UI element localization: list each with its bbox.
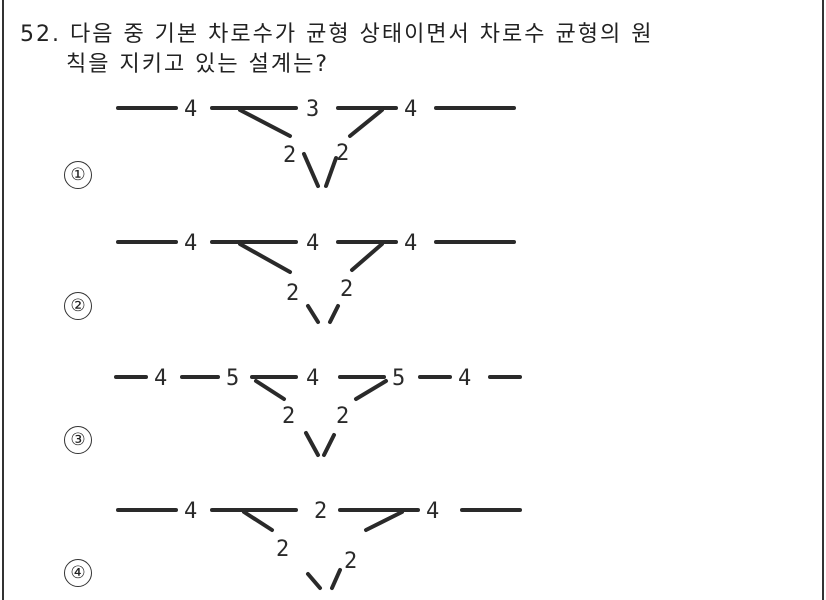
lane-count-main-right: 4 — [458, 366, 471, 391]
lane-count-main-mid: 3 — [306, 97, 319, 122]
lane-count-main-right: 4 — [404, 97, 417, 122]
offramp-lower — [306, 304, 320, 324]
question-text-line-1: 52. 다음 중 기본 차로수가 균형 상태이면서 차로수 균형의 원 — [20, 22, 654, 47]
lane-count-ramp-on: 2 — [340, 277, 353, 302]
offramp-lower — [302, 152, 320, 188]
lane-count-main-mid: 4 — [306, 366, 319, 391]
lane-count-main-right-inner: 5 — [392, 366, 405, 391]
lane-count-ramp-on: 2 — [336, 141, 349, 166]
option-4-lane-diagram: 4 2 4 2 2 — [116, 499, 522, 590]
lane-count-ramp-on: 2 — [336, 404, 349, 429]
option-1-lane-diagram: 4 3 4 2 2 — [116, 97, 516, 188]
lane-count-ramp-on: 2 — [344, 549, 357, 574]
option-4-label[interactable]: ④ — [64, 559, 92, 587]
offramp-upper — [238, 242, 292, 274]
option-1-label[interactable]: ① — [64, 161, 92, 189]
onramp-lower — [324, 156, 338, 188]
lane-count-ramp-off: 2 — [283, 143, 296, 168]
option-2-label[interactable]: ② — [64, 292, 92, 320]
onramp-upper — [364, 510, 404, 532]
onramp-upper — [348, 108, 384, 138]
lane-count-main-mid: 2 — [314, 499, 327, 524]
lane-count-main-left: 4 — [184, 97, 197, 122]
option-3-label[interactable]: ③ — [64, 426, 92, 454]
option-3-lane-diagram: 4 5 4 5 4 2 2 — [114, 366, 522, 457]
lane-count-ramp-off: 2 — [276, 537, 289, 562]
offramp-lower — [304, 431, 320, 457]
offramp-upper — [254, 379, 286, 401]
lane-count-main-left: 4 — [184, 231, 197, 256]
lane-count-ramp-off: 2 — [286, 281, 299, 306]
lane-count-main-left-inner: 5 — [226, 366, 239, 391]
onramp-upper — [350, 242, 384, 272]
option-2-lane-diagram: 4 4 4 2 2 — [116, 231, 516, 324]
lane-count-main-right: 4 — [404, 231, 417, 256]
onramp-lower — [322, 433, 336, 457]
lane-count-main-left: 4 — [184, 499, 197, 524]
question-text-line-2: 칙을 지키고 있는 설계는? — [66, 52, 330, 77]
lane-count-main-mid: 4 — [306, 231, 319, 256]
onramp-lower — [328, 304, 340, 324]
offramp-upper — [238, 108, 292, 138]
onramp-lower — [330, 568, 342, 590]
lane-count-main-right: 4 — [426, 499, 439, 524]
lane-count-main-left: 4 — [154, 366, 167, 391]
offramp-lower — [306, 572, 322, 590]
offramp-upper — [242, 510, 274, 532]
lane-count-ramp-off: 2 — [282, 404, 295, 429]
onramp-upper — [354, 379, 388, 401]
